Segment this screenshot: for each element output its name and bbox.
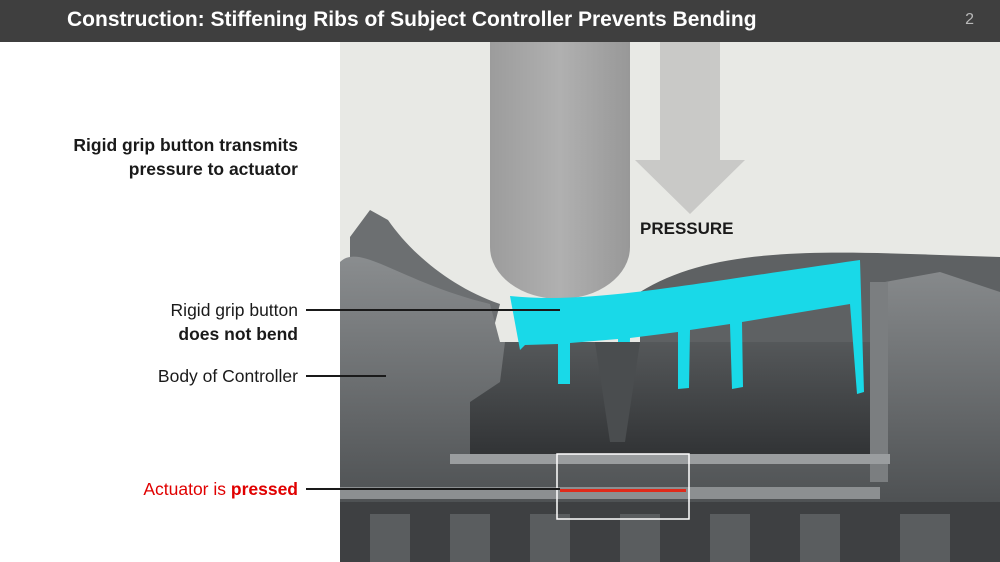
callout-actuator: Actuator is pressed <box>143 477 298 501</box>
slide-header: Construction: Stiffening Ribs of Subject… <box>0 0 1000 42</box>
pressing-finger <box>490 42 630 299</box>
page-number: 2 <box>965 11 974 28</box>
callout-body-leader <box>306 375 386 377</box>
actuator-pressed-indicator <box>560 489 686 492</box>
callout-intro: Rigid grip button transmits pressure to … <box>73 135 298 179</box>
callout-grip-leader <box>306 309 560 311</box>
callout-grip-line1: Rigid grip button <box>170 300 298 320</box>
pressure-arrow-icon <box>635 42 745 214</box>
cavity-floor <box>450 454 890 464</box>
cross-section-illustration <box>340 42 1000 562</box>
pressure-label: PRESSURE <box>640 219 734 238</box>
slide-title: Construction: Stiffening Ribs of Subject… <box>67 8 757 31</box>
actuator-highlight-box <box>556 453 690 520</box>
controller-cross-section-render <box>340 42 1000 562</box>
callout-actuator-prefix: Actuator is <box>143 479 231 499</box>
callout-actuator-leader <box>306 488 560 490</box>
controller-cavity <box>470 342 880 462</box>
callout-body: Body of Controller <box>157 366 298 386</box>
callout-grip-button: Rigid grip button does not bend <box>171 298 298 346</box>
rigid-grip-button <box>510 260 864 394</box>
actuator-plunger <box>595 342 640 442</box>
right-wall <box>870 282 888 482</box>
callout-actuator-emphasis: pressed <box>230 479 298 499</box>
callout-grip-line2: does not bend <box>178 324 298 344</box>
base-plate <box>340 487 880 499</box>
